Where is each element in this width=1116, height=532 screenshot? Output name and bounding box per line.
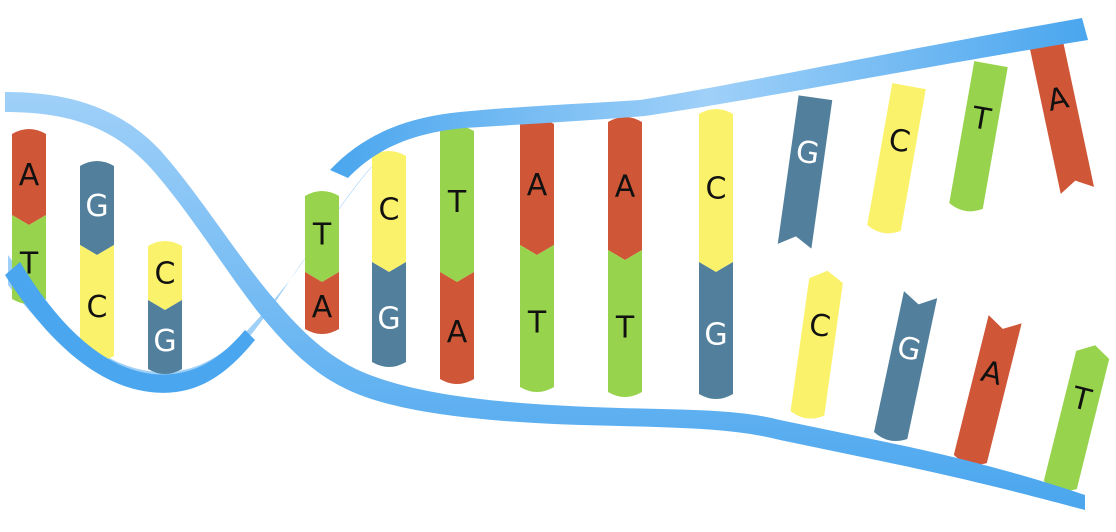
base-pair-9-bottom: G bbox=[699, 262, 733, 399]
base-pair-6-top: T bbox=[440, 126, 474, 282]
base-letter: G bbox=[153, 324, 176, 359]
base-T-shape bbox=[608, 250, 642, 397]
base-pair-7-bottom: T bbox=[520, 245, 554, 392]
unpaired-top-base-2: C bbox=[867, 83, 926, 234]
base-letter: G bbox=[704, 318, 727, 353]
base-letter: A bbox=[615, 170, 636, 205]
base-pair-9-top: C bbox=[699, 109, 733, 272]
base-letter: A bbox=[312, 290, 333, 325]
base-G-shape bbox=[699, 262, 733, 399]
base-pair-8-bottom: T bbox=[608, 250, 642, 397]
base-C-shape bbox=[148, 241, 182, 310]
unpaired-bottom-base-3: A bbox=[953, 315, 1022, 465]
base-pair-6-bottom: A bbox=[440, 272, 474, 384]
base-pair-1-top: A bbox=[12, 129, 46, 225]
base-C-shape bbox=[699, 109, 733, 272]
base-T-shape bbox=[1043, 345, 1110, 491]
base-A-shape bbox=[305, 272, 339, 334]
base-G-shape bbox=[372, 262, 406, 367]
base-letter: C bbox=[379, 193, 400, 228]
base-pair-5-bottom: G bbox=[372, 262, 406, 367]
base-A-shape bbox=[608, 117, 642, 260]
base-G-shape bbox=[148, 300, 182, 374]
base-letter: T bbox=[527, 306, 547, 341]
base-pair-5-top: C bbox=[372, 151, 406, 272]
base-letter: T bbox=[615, 311, 635, 346]
base-pair-3-top: C bbox=[148, 241, 182, 310]
base-pair-4-top: T bbox=[305, 191, 339, 282]
base-letter: G bbox=[794, 134, 822, 172]
base-T-shape bbox=[305, 191, 339, 282]
base-pair-3-bottom: G bbox=[148, 300, 182, 374]
base-letter: A bbox=[447, 315, 468, 350]
base-letter: G bbox=[377, 302, 400, 337]
unpaired-bottom-base-4: T bbox=[1043, 345, 1110, 491]
base-letter: G bbox=[85, 189, 108, 224]
base-A-shape bbox=[12, 129, 46, 225]
unpaired-top-base-4: A bbox=[1029, 42, 1095, 194]
base-A-shape bbox=[1029, 42, 1095, 194]
base-A-shape bbox=[520, 119, 554, 255]
base-pair-7-top: A bbox=[520, 119, 554, 255]
backbone-strand-right-upper bbox=[330, 18, 1088, 178]
base-letter: T bbox=[447, 185, 467, 220]
base-pair-8-top: A bbox=[608, 117, 642, 260]
base-G-shape bbox=[777, 95, 833, 249]
base-letter: C bbox=[155, 257, 176, 292]
base-C-shape bbox=[790, 270, 843, 419]
base-letter: T bbox=[312, 218, 332, 253]
base-T-shape bbox=[949, 61, 1008, 212]
base-A-shape bbox=[440, 272, 474, 384]
base-T-shape bbox=[520, 245, 554, 392]
base-G-shape bbox=[874, 291, 938, 441]
base-letter: A bbox=[19, 158, 40, 193]
backbone-strand-left-upper bbox=[5, 92, 1085, 510]
base-letter: C bbox=[87, 290, 108, 325]
base-C-shape bbox=[867, 83, 926, 234]
unpaired-top-base-3: T bbox=[949, 61, 1008, 212]
base-pair-2-top: G bbox=[80, 161, 114, 255]
base-letter: C bbox=[807, 307, 833, 345]
base-C-shape bbox=[80, 245, 114, 361]
base-C-shape bbox=[372, 151, 406, 272]
base-pair-2-bottom: C bbox=[80, 245, 114, 361]
base-letter: C bbox=[706, 172, 727, 207]
base-letter: A bbox=[527, 168, 548, 203]
base-T-shape bbox=[440, 126, 474, 282]
backbone-strand-left-lower bbox=[5, 262, 255, 393]
base-G-shape bbox=[80, 161, 114, 255]
unpaired-bottom-base-1: C bbox=[790, 270, 843, 419]
unpaired-bottom-base-2: G bbox=[874, 291, 938, 441]
unpaired-top-base-1: G bbox=[777, 95, 833, 249]
base-pair-4-bottom: A bbox=[305, 272, 339, 334]
base-A-shape bbox=[953, 315, 1022, 465]
